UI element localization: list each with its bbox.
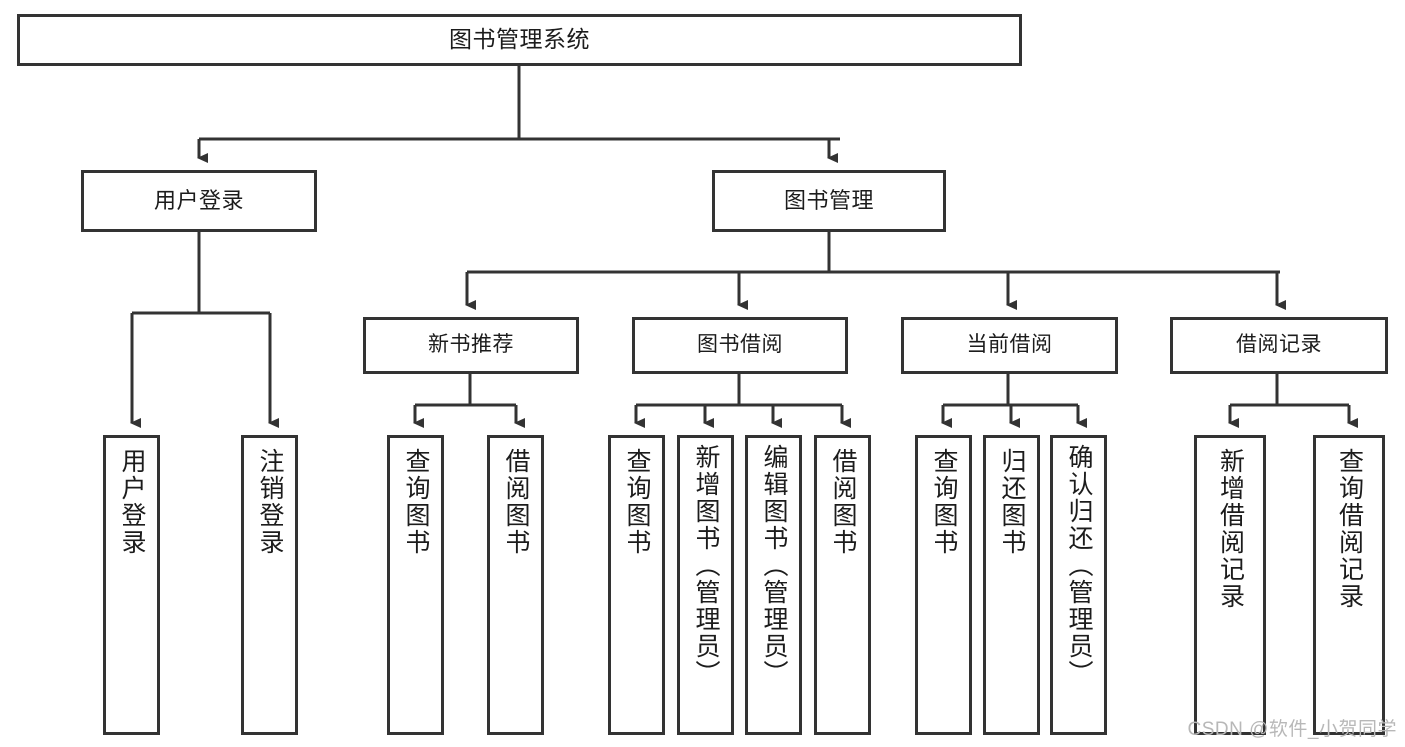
node-leaf-borrow-book-2[interactable]: 借阅图书 <box>814 435 871 735</box>
edge-group-current-borrow <box>941 374 1087 428</box>
edge-group-new-book-recommend <box>413 374 525 428</box>
node-leaf-return-book[interactable]: 归还图书 <box>983 435 1040 735</box>
node-leaf-add-book[interactable]: 新增图书（管理员） <box>677 435 734 735</box>
node-user-login-label: 用户登录 <box>153 188 244 214</box>
node-leaf-query-book-3-label: 查询图书 <box>930 448 958 556</box>
node-current-borrow-label: 当前借阅 <box>966 333 1053 357</box>
node-leaf-query-book-1[interactable]: 查询图书 <box>387 435 444 735</box>
node-leaf-logout[interactable]: 注销登录 <box>241 435 298 735</box>
node-book-manage[interactable]: 图书管理 <box>712 170 946 232</box>
node-new-book-recommend[interactable]: 新书推荐 <box>363 317 579 374</box>
node-book-borrow[interactable]: 图书借阅 <box>632 317 848 374</box>
node-current-borrow[interactable]: 当前借阅 <box>901 317 1118 374</box>
node-leaf-query-book-2-label: 查询图书 <box>623 448 651 556</box>
node-new-book-recommend-label: 新书推荐 <box>428 333 514 357</box>
node-leaf-query-book-1-label: 查询图书 <box>402 448 430 556</box>
node-leaf-query-book-3[interactable]: 查询图书 <box>915 435 972 735</box>
node-leaf-query-book-2[interactable]: 查询图书 <box>608 435 665 735</box>
node-book-borrow-label: 图书借阅 <box>697 333 783 357</box>
node-leaf-edit-book-label: 编辑图书（管理员） <box>760 444 788 687</box>
edge-group-book-borrow <box>634 374 851 428</box>
node-leaf-user-login[interactable]: 用户登录 <box>103 435 160 735</box>
csdn-watermark: CSDN @软件_小贺同学 <box>1187 719 1397 740</box>
node-leaf-edit-book[interactable]: 编辑图书（管理员） <box>745 435 802 735</box>
edge-group-user-login <box>130 232 279 428</box>
node-borrow-record-label: 借阅记录 <box>1236 333 1322 357</box>
node-leaf-add-book-label: 新增图书（管理员） <box>692 444 720 687</box>
node-leaf-confirm-return[interactable]: 确认归还（管理员） <box>1050 435 1107 735</box>
edge-group-borrow-record <box>1228 374 1358 428</box>
node-leaf-borrow-book-1[interactable]: 借阅图书 <box>487 435 544 735</box>
edge-group-book-manage <box>465 232 1286 310</box>
node-book-manage-label: 图书管理 <box>783 188 874 214</box>
node-leaf-logout-label: 注销登录 <box>256 448 284 556</box>
node-leaf-borrow-book-2-label: 借阅图书 <box>829 448 857 556</box>
node-leaf-confirm-return-label: 确认归还（管理员） <box>1065 444 1093 687</box>
node-leaf-user-login-label: 用户登录 <box>118 448 146 556</box>
node-leaf-return-book-label: 归还图书 <box>998 448 1026 556</box>
node-root[interactable]: 图书管理系统 <box>17 14 1022 66</box>
node-borrow-record[interactable]: 借阅记录 <box>1170 317 1388 374</box>
node-leaf-query-record[interactable]: 查询借阅记录 <box>1313 435 1385 735</box>
node-user-login[interactable]: 用户登录 <box>81 170 317 232</box>
node-leaf-borrow-book-1-label: 借阅图书 <box>502 448 530 556</box>
node-leaf-query-record-label: 查询借阅记录 <box>1335 448 1364 610</box>
node-root-label: 图书管理系统 <box>449 26 590 53</box>
node-leaf-add-record[interactable]: 新增借阅记录 <box>1194 435 1266 735</box>
edge-group-root <box>197 66 840 163</box>
node-leaf-add-record-label: 新增借阅记录 <box>1216 448 1245 610</box>
